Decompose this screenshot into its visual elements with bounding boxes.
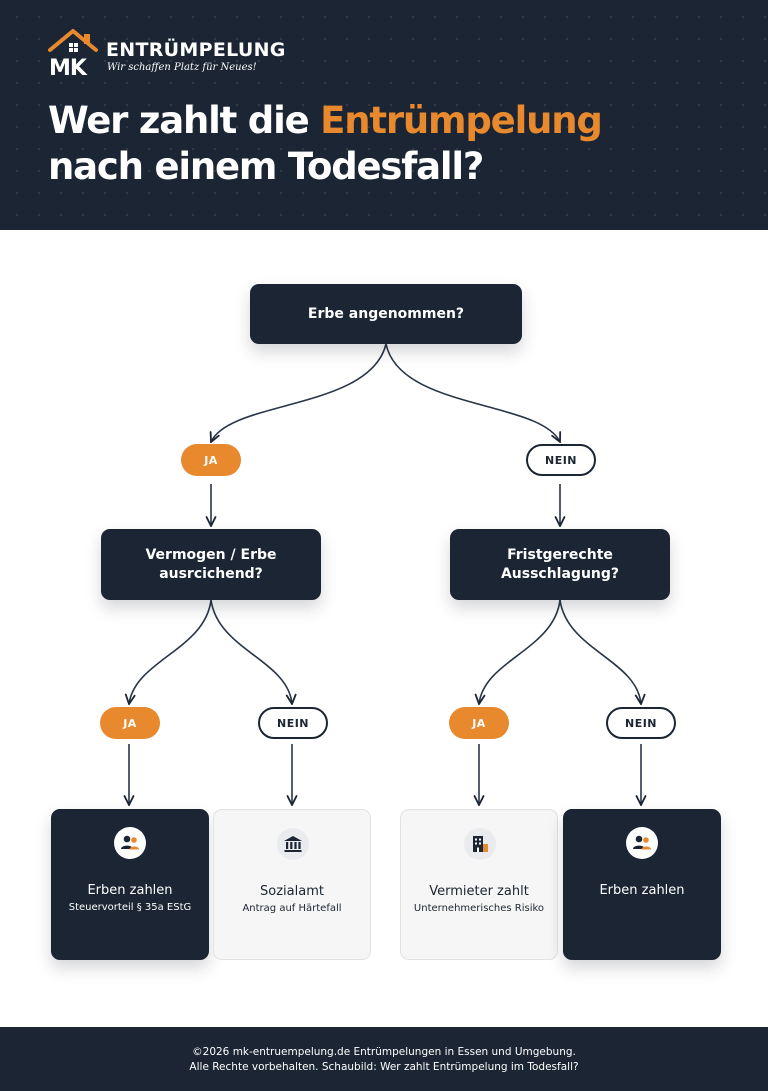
answer-pill-ja-level1: JA bbox=[181, 444, 241, 476]
connector-left-nein bbox=[210, 599, 292, 704]
title-line2: nach einem Todesfall? bbox=[48, 145, 484, 188]
answer-pill-label: JA bbox=[123, 716, 137, 730]
answer-pill-label: NEIN bbox=[544, 453, 578, 467]
people-icon bbox=[114, 827, 146, 859]
result-card-social-office: Sozialamt Antrag auf Härtefall bbox=[213, 809, 371, 960]
connector-right-ja bbox=[479, 599, 561, 704]
result-title: Sozialamt bbox=[260, 884, 324, 899]
answer-pill-label: NEIN bbox=[276, 716, 310, 730]
answer-pill-nein-level1: NEIN bbox=[526, 444, 596, 476]
connector-right-nein bbox=[559, 599, 641, 704]
page-title: Wer zahlt die Entrümpelung nach einem To… bbox=[48, 98, 603, 190]
result-subtitle: Steuervorteil § 35a EStG bbox=[68, 902, 192, 913]
answer-pill-label: JA bbox=[472, 716, 486, 730]
result-subtitle: Unternehmerisches Risiko bbox=[413, 903, 545, 914]
result-title: Vermieter zahlt bbox=[429, 884, 529, 899]
people-icon bbox=[626, 827, 658, 859]
footer-rights: Alle Rechte vorbehalten. Schaubild: Wer … bbox=[189, 1061, 579, 1073]
footer-copyright: ©2026 mk-entruempelung.de Entrümpelungen… bbox=[192, 1046, 576, 1058]
answer-pill-ja-left: JA bbox=[100, 707, 160, 739]
building-icon bbox=[464, 828, 496, 860]
title-line1-prefix: Wer zahlt die bbox=[48, 99, 321, 142]
question-root: Erbe angenommen? bbox=[250, 284, 522, 344]
bank-icon bbox=[277, 828, 309, 860]
connector-left-ja bbox=[129, 599, 212, 704]
question-right: Fristgerechte Ausschlagung? bbox=[450, 529, 670, 600]
result-card-landlord-pays: Vermieter zahlt Unternehmerisches Risiko bbox=[400, 809, 558, 960]
footer: ©2026 mk-entruempelung.de Entrümpelungen… bbox=[0, 1027, 768, 1091]
title-line1-accent: Entrümpelung bbox=[320, 99, 603, 142]
brand-tagline: Wir schaffen Platz für Neues! bbox=[107, 62, 257, 73]
flowchart: Erbe angenommen? JA NEIN Vermogen / Erbe… bbox=[0, 230, 768, 1027]
answer-pill-label: NEIN bbox=[624, 716, 658, 730]
answer-pill-ja-right: JA bbox=[449, 707, 509, 739]
connector-root-nein bbox=[385, 343, 560, 442]
result-title: Erben zahlen bbox=[87, 883, 173, 898]
brand-logo[interactable]: MK ENTRÜMPELUNG Wir schaffen Platz für N… bbox=[46, 28, 296, 80]
question-root-text: Erbe angenommen? bbox=[307, 305, 465, 322]
result-title: Erben zahlen bbox=[599, 883, 685, 898]
answer-pill-label: JA bbox=[204, 453, 218, 467]
result-card-heirs-pay-2: Erben zahlen bbox=[563, 809, 721, 960]
connector-root-ja bbox=[211, 343, 387, 442]
question-left: Vermogen / Erbe ausrcichend? bbox=[101, 529, 321, 600]
answer-pill-nein-right: NEIN bbox=[606, 707, 676, 739]
question-right-text: Fristgerechte Ausschlagung? bbox=[500, 546, 620, 582]
question-left-text: Vermogen / Erbe ausrcichend? bbox=[145, 546, 277, 582]
header-banner: MK ENTRÜMPELUNG Wir schaffen Platz für N… bbox=[0, 0, 768, 230]
answer-pill-nein-left: NEIN bbox=[258, 707, 328, 739]
connector-lines bbox=[0, 343, 768, 1027]
house-logo-icon: MK bbox=[48, 29, 98, 78]
result-subtitle: Antrag auf Härtefall bbox=[242, 903, 342, 914]
result-card-heirs-pay: Erben zahlen Steuervorteil § 35a EStG bbox=[51, 809, 209, 960]
brand-name: ENTRÜMPELUNG bbox=[106, 39, 286, 61]
logo-initials: MK bbox=[49, 56, 88, 78]
